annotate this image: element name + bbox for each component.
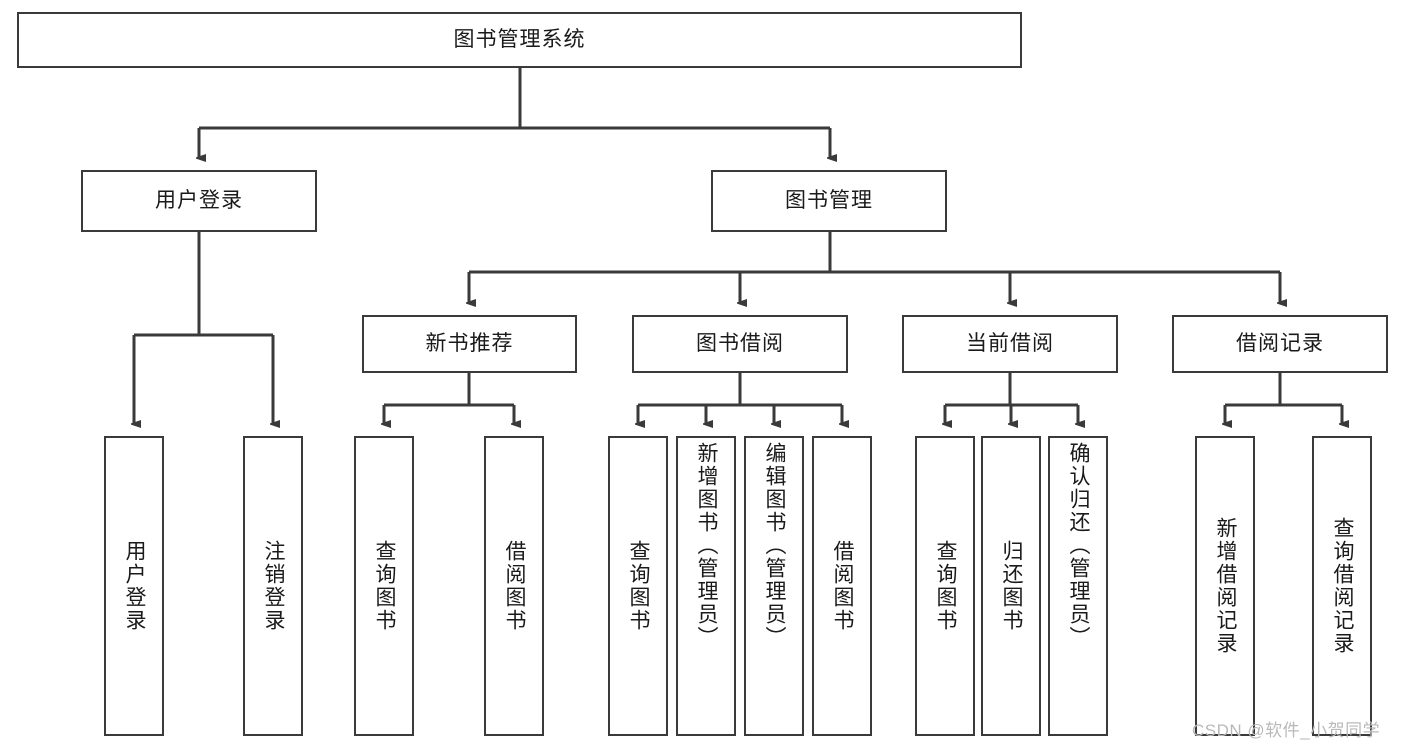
node-label: 当前借阅 bbox=[966, 332, 1054, 356]
leaf-query-book-borrow[interactable]: 查询图书 bbox=[608, 436, 668, 736]
leaf-query-book-recommend[interactable]: 查询图书 bbox=[354, 436, 414, 736]
node-label: 查询图书 bbox=[934, 540, 958, 632]
node-label: 新书推荐 bbox=[425, 332, 514, 356]
node-label: 确认归还（管理员） bbox=[1067, 442, 1091, 649]
node-label: 新增图书（管理员） bbox=[695, 442, 719, 649]
leaf-user-login[interactable]: 用户登录 bbox=[104, 436, 164, 736]
leaf-add-book-admin[interactable]: 新增图书（管理员） bbox=[676, 436, 736, 736]
leaf-logout-login[interactable]: 注销登录 bbox=[243, 436, 303, 736]
watermark: CSDN @软件_小贺同学 bbox=[1192, 721, 1381, 740]
node-label: 注销登录 bbox=[262, 540, 286, 632]
node-book-management-module[interactable]: 图书管理 bbox=[711, 170, 947, 232]
leaf-edit-book-admin[interactable]: 编辑图书（管理员） bbox=[744, 436, 804, 736]
node-label: 查询借阅记录 bbox=[1331, 517, 1355, 655]
node-label: 图书管理系统 bbox=[453, 28, 586, 52]
leaf-add-borrow-record[interactable]: 新增借阅记录 bbox=[1195, 436, 1255, 736]
node-label: 查询图书 bbox=[373, 540, 397, 632]
node-root-system[interactable]: 图书管理系统 bbox=[17, 12, 1022, 68]
node-label: 借阅图书 bbox=[831, 540, 855, 632]
node-label: 借阅记录 bbox=[1236, 332, 1324, 356]
node-current-borrow[interactable]: 当前借阅 bbox=[902, 315, 1118, 373]
node-label: 编辑图书（管理员） bbox=[763, 442, 787, 649]
node-label: 查询图书 bbox=[627, 540, 651, 632]
node-book-borrow[interactable]: 图书借阅 bbox=[632, 315, 848, 373]
node-label: 用户登录 bbox=[123, 540, 147, 632]
leaf-query-book-current[interactable]: 查询图书 bbox=[915, 436, 975, 736]
leaf-confirm-return-admin[interactable]: 确认归还（管理员） bbox=[1048, 436, 1108, 736]
leaf-borrow-book[interactable]: 借阅图书 bbox=[812, 436, 872, 736]
node-borrow-record[interactable]: 借阅记录 bbox=[1172, 315, 1388, 373]
node-label: 新增借阅记录 bbox=[1214, 517, 1238, 655]
leaf-return-book[interactable]: 归还图书 bbox=[981, 436, 1041, 736]
node-label: 借阅图书 bbox=[503, 540, 527, 632]
node-label: 图书管理 bbox=[785, 189, 873, 213]
node-new-book-recommend[interactable]: 新书推荐 bbox=[362, 315, 577, 373]
node-label: 图书借阅 bbox=[696, 332, 784, 356]
node-user-login-module[interactable]: 用户登录 bbox=[81, 170, 317, 232]
node-label: 归还图书 bbox=[1000, 540, 1024, 632]
leaf-query-borrow-record[interactable]: 查询借阅记录 bbox=[1312, 436, 1372, 736]
leaf-borrow-book-recommend[interactable]: 借阅图书 bbox=[484, 436, 544, 736]
node-label: 用户登录 bbox=[155, 189, 243, 213]
